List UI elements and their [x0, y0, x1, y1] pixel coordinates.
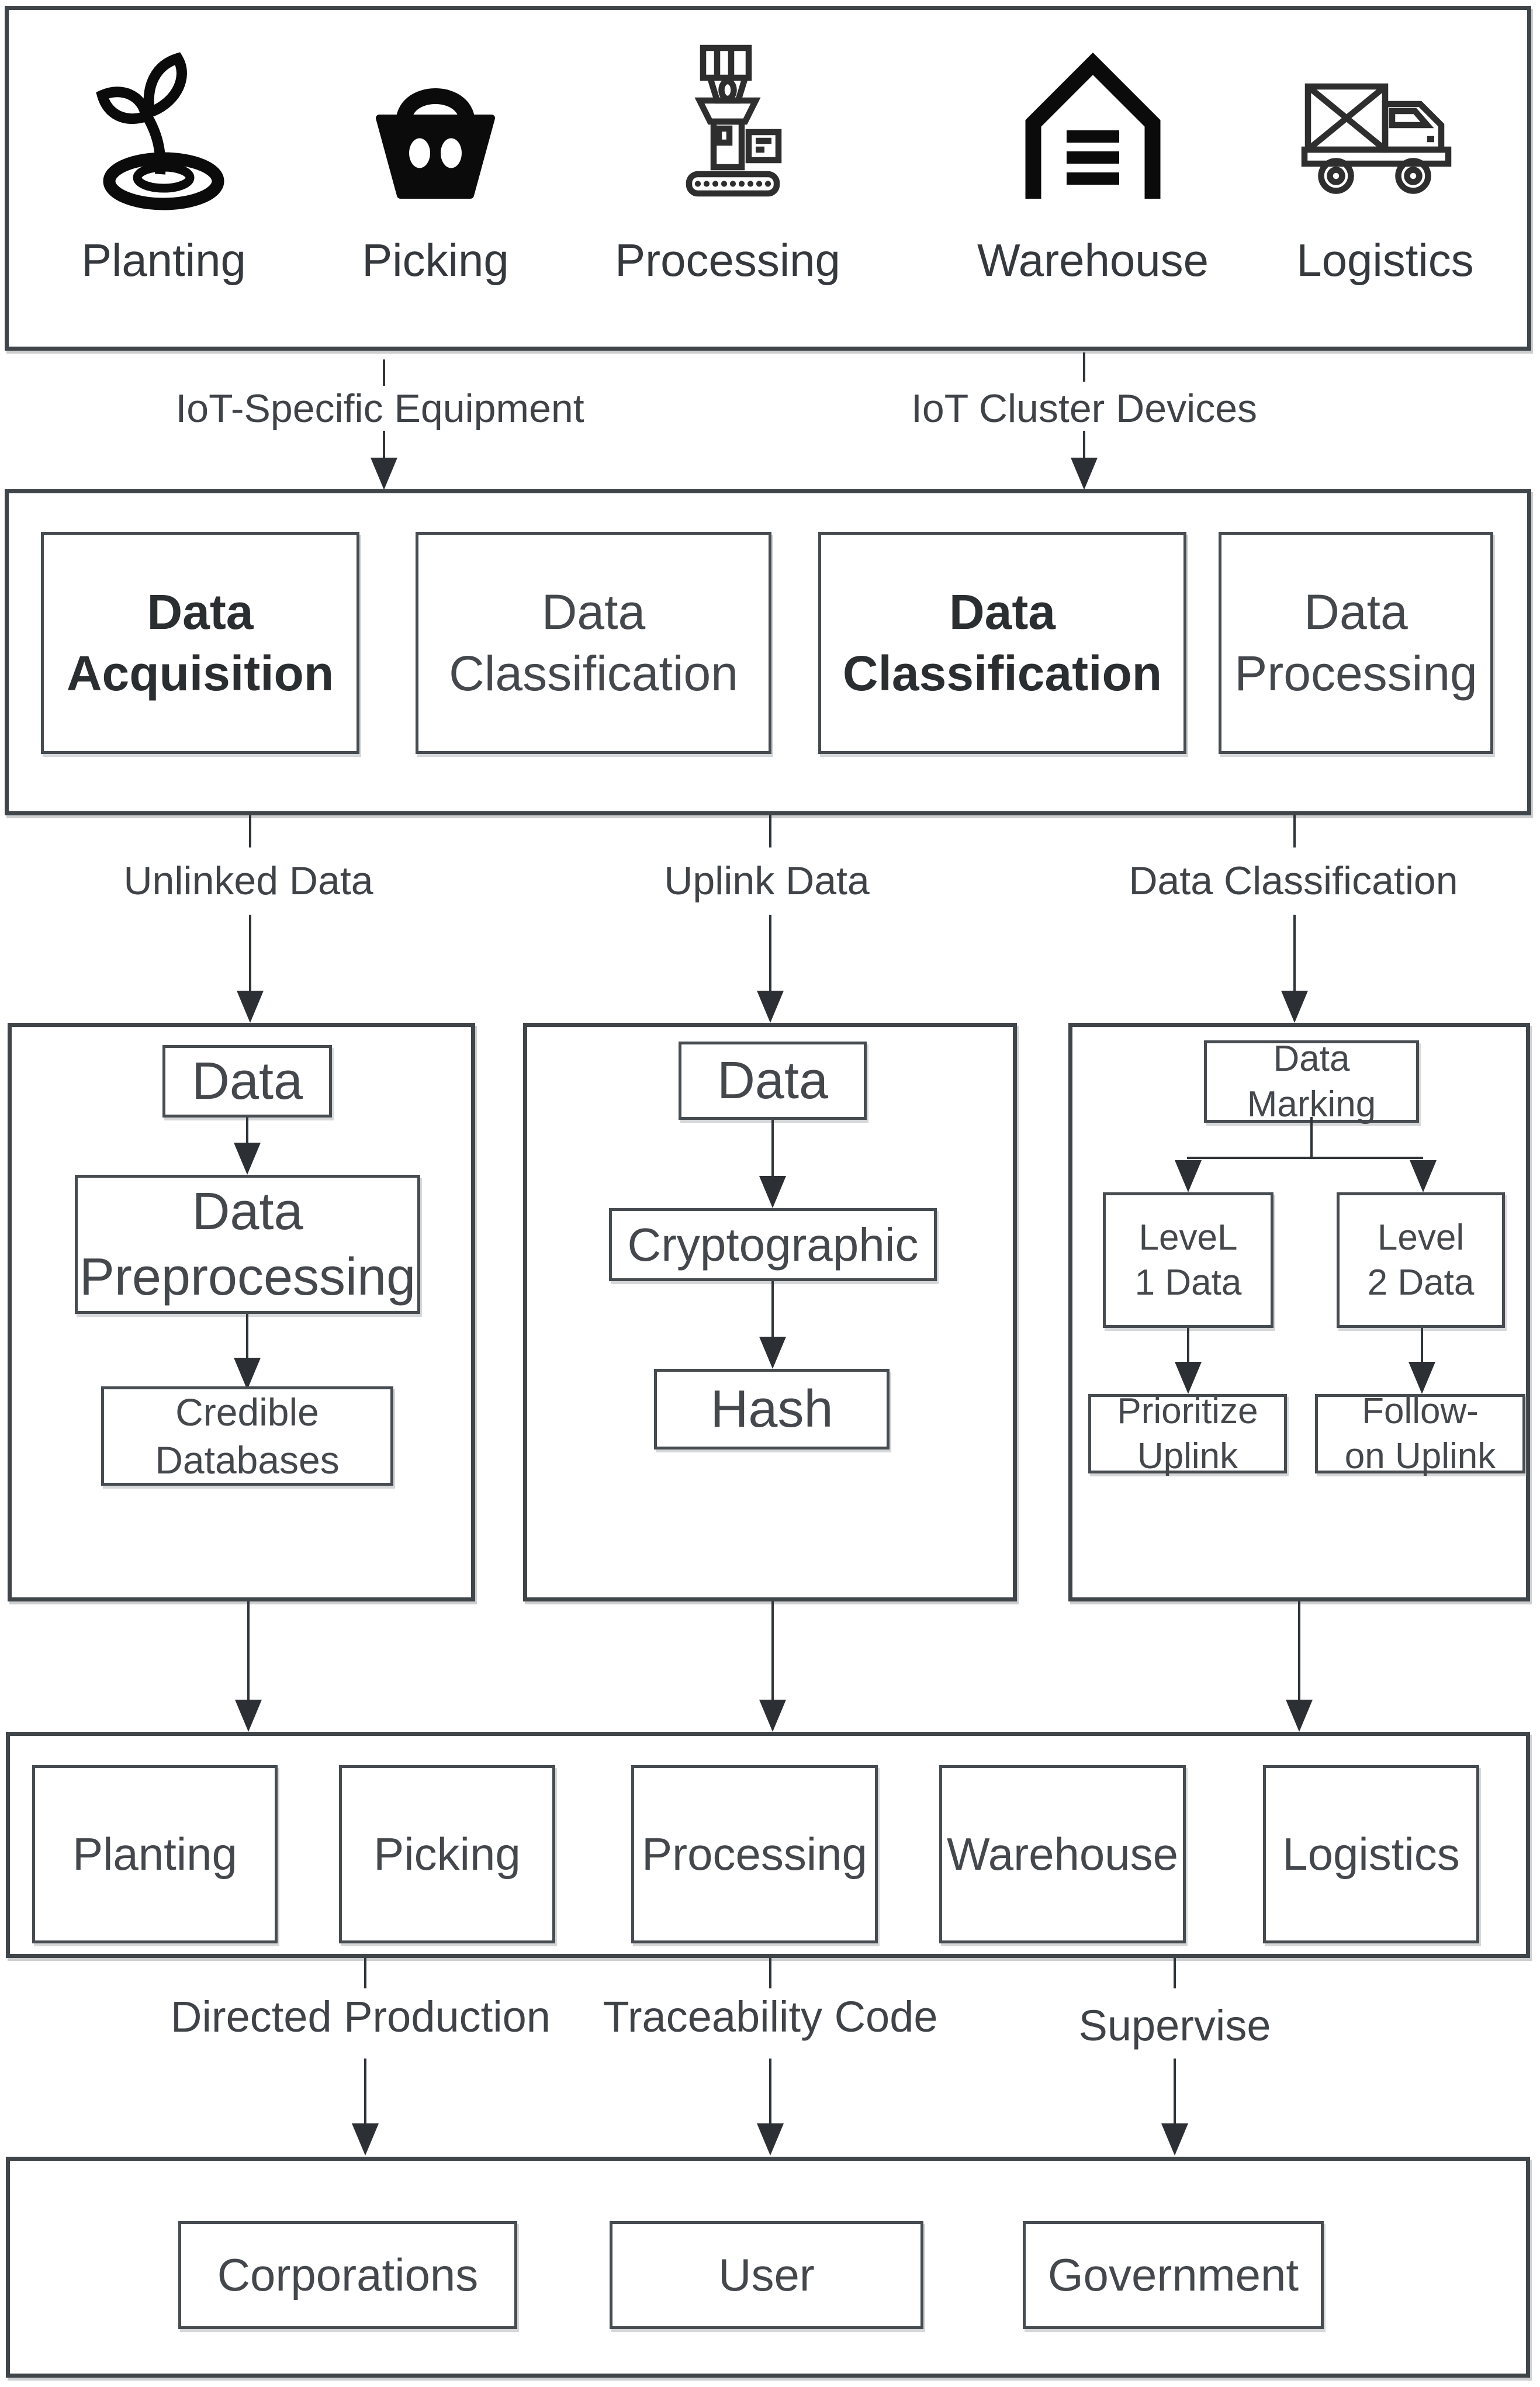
connector-line [364, 2059, 366, 2125]
data-classification-box-1: Data Classification [416, 532, 771, 754]
stage-item-logistics: Logistics [1280, 41, 1490, 287]
connector-line [769, 915, 771, 992]
arrow-down-icon [1175, 1160, 1202, 1192]
stage-label: Warehouse [977, 234, 1209, 286]
warehouse-icon [1025, 52, 1161, 199]
connector-line [249, 815, 251, 847]
data-marking-box: Data Marking [1204, 1039, 1419, 1125]
connector-line [1174, 1958, 1176, 1988]
connector-line [383, 359, 385, 386]
connector-line [383, 431, 385, 460]
picking-icon [376, 88, 495, 199]
corporations-box: Corporations [178, 2221, 517, 2329]
cryptographic-box: Cryptographic [609, 1208, 937, 1281]
user-box: User [610, 2221, 923, 2329]
stage-label: Picking [362, 234, 509, 286]
connector-line [769, 1958, 771, 1988]
processing-stage-box: Processing [631, 1765, 878, 1943]
connector-line [1187, 1328, 1189, 1363]
connector-line [1293, 815, 1296, 847]
connector-line [771, 1120, 774, 1177]
stage-label: Planting [81, 234, 246, 286]
connector-line [769, 815, 771, 847]
arrow-down-icon [1409, 1362, 1435, 1394]
arrow-down-icon [1410, 1160, 1437, 1192]
connector-line [1174, 2059, 1176, 2125]
planting-stage-box: Planting [32, 1765, 278, 1943]
arrow-down-icon [759, 1337, 786, 1369]
connector-line [246, 1314, 248, 1359]
data-box: Data [162, 1045, 332, 1118]
edge-label-data-classification: Data Classification [1129, 859, 1458, 903]
connector-line [246, 1118, 248, 1144]
connector-line [1083, 352, 1085, 382]
data-classification-box-2: Data Classification [818, 532, 1186, 754]
arrow-down-icon [234, 1358, 261, 1390]
arrow-down-icon [235, 1700, 262, 1732]
stage-item-warehouse: Warehouse [977, 41, 1209, 287]
logistics-icon [1301, 83, 1452, 194]
planting-icon [96, 52, 224, 210]
arrow-down-icon [1175, 1362, 1202, 1394]
data-acquisition-box: Data Acquisition [41, 532, 359, 754]
connector-line [364, 1958, 366, 1988]
arrow-down-icon [759, 1700, 786, 1732]
arrow-down-icon [757, 991, 784, 1023]
arrow-down-icon [1161, 2123, 1188, 2156]
connector-line [769, 2059, 771, 2125]
connector-line [1421, 1328, 1423, 1363]
processing-icon [686, 44, 782, 197]
arrow-down-icon [757, 2123, 784, 2156]
arrow-down-icon [1286, 1700, 1313, 1732]
data-processing-box: Data Processing [1219, 532, 1493, 754]
follow-on-uplink-box: Follow- on Uplink [1315, 1391, 1525, 1476]
connector-line [1293, 915, 1296, 992]
arrow-down-icon [1071, 458, 1098, 490]
connector-line [249, 915, 251, 992]
connector-line [1298, 1601, 1300, 1701]
stage-icons-container [5, 6, 1531, 351]
stage-label: Logistics [1296, 234, 1474, 286]
logistics-stage-box: Logistics [1263, 1765, 1479, 1943]
picking-stage-box: Picking [339, 1765, 555, 1943]
credible-databases-box: Credible Databases [101, 1386, 393, 1486]
connector-line [771, 1281, 774, 1338]
prioritize-uplink-box: Prioritize Uplink [1088, 1391, 1287, 1476]
stage-item-planting: Planting [58, 41, 269, 287]
edge-label-iot-cluster-devices: IoT Cluster Devices [911, 386, 1258, 431]
edge-label-unlinked-data: Unlinked Data [123, 859, 373, 903]
branch-line [1187, 1157, 1423, 1159]
connector-line [1310, 1117, 1313, 1158]
connector-line [1083, 431, 1085, 460]
arrow-down-icon [1281, 991, 1308, 1023]
arrow-down-icon [237, 991, 264, 1023]
level-1-data-box: LeveL 1 Data [1103, 1192, 1273, 1328]
data-box: Data [679, 1042, 867, 1120]
level-2-data-box: Level 2 Data [1337, 1192, 1505, 1328]
stage-label: Processing [615, 234, 840, 286]
stage-item-processing: Processing [615, 41, 840, 287]
edge-label-traceability-code: Traceability Code [603, 1992, 938, 2041]
warehouse-stage-box: Warehouse [939, 1765, 1186, 1943]
data-preprocessing-box: Data Preprocessing [75, 1175, 420, 1314]
edge-label-supervise: Supervise [1078, 2001, 1271, 2050]
connector-line [771, 1601, 774, 1701]
edge-label-uplink-data: Uplink Data [664, 859, 870, 903]
arrow-down-icon [759, 1176, 786, 1208]
hash-box: Hash [654, 1369, 890, 1450]
connector-line [247, 1601, 250, 1701]
government-box: Government [1023, 2221, 1324, 2329]
edge-label-iot-specific-equipment: IoT-Specific Equipment [175, 386, 584, 431]
edge-label-directed-production: Directed Production [171, 1992, 551, 2041]
arrow-down-icon [371, 458, 397, 490]
stage-item-picking: Picking [330, 41, 541, 287]
arrow-down-icon [234, 1143, 261, 1175]
arrow-down-icon [352, 2123, 379, 2156]
